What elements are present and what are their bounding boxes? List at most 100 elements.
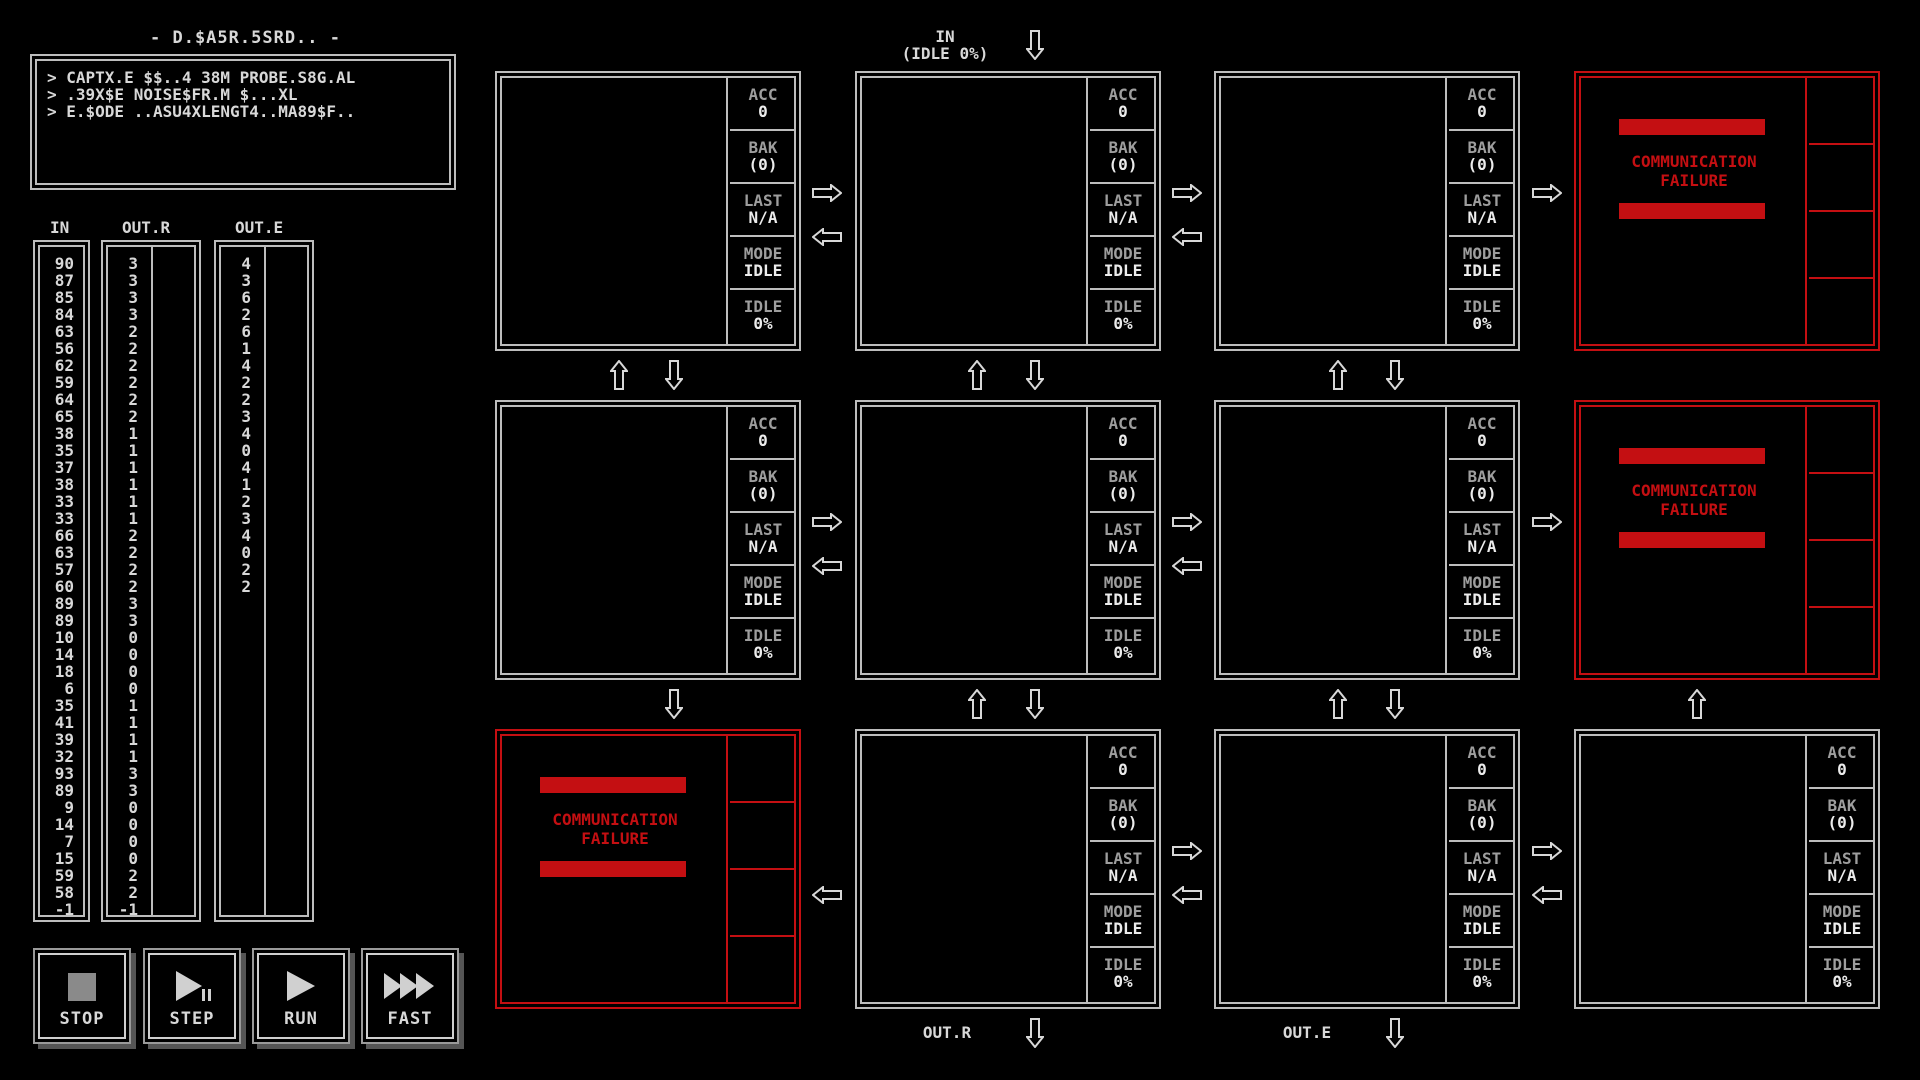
value-cell: 1 xyxy=(128,492,138,511)
value-cell: 0 xyxy=(128,645,138,664)
puzzle-description: > CAPTX.E $$..4 38M PROBE.S8G.AL > .39X$… xyxy=(35,59,451,185)
value-cell: 59 xyxy=(54,373,74,392)
failure-bar xyxy=(1619,448,1765,464)
register-slot xyxy=(1809,279,1875,346)
out-r-port-label: OUT.R xyxy=(922,1023,972,1042)
register-value: (0) xyxy=(1827,813,1857,832)
value-cell: 1 xyxy=(128,696,138,715)
value-cell: 3 xyxy=(128,781,138,800)
arrow-right-icon xyxy=(1172,184,1202,202)
value-cell: 3 xyxy=(128,271,138,290)
code-editor[interactable] xyxy=(862,736,1088,1002)
code-editor[interactable] xyxy=(1221,78,1447,344)
code-editor[interactable] xyxy=(502,407,728,673)
register-value: (0) xyxy=(1108,155,1138,174)
value-cell: 62 xyxy=(54,356,74,375)
value-cell: 0 xyxy=(128,815,138,834)
arrow-left-icon xyxy=(1172,557,1202,575)
register-label: BAK xyxy=(1108,138,1138,157)
register-value: (0) xyxy=(1108,813,1138,832)
register-label: MODE xyxy=(1462,244,1502,263)
out-r-column-header: OUT.R xyxy=(122,218,171,237)
code-editor[interactable] xyxy=(502,78,728,344)
register-label: MODE xyxy=(1462,902,1502,921)
value-cell: 0 xyxy=(128,849,138,868)
register-label: IDLE xyxy=(1462,626,1502,645)
description-line: > CAPTX.E $$..4 38M PROBE.S8G.AL xyxy=(47,68,356,87)
code-editor[interactable] xyxy=(1581,736,1807,1002)
register-value: N/A xyxy=(1108,537,1138,556)
value-cell: 2 xyxy=(241,560,251,579)
register-value: (0) xyxy=(1467,484,1497,503)
register-label: LAST xyxy=(1462,191,1502,210)
register-slot xyxy=(730,937,796,1004)
arrow-right-icon xyxy=(1532,184,1562,202)
code-editor[interactable] xyxy=(862,78,1088,344)
arrow-left-icon xyxy=(1172,886,1202,904)
register-value: 0% xyxy=(1472,972,1492,991)
in-column-header: IN xyxy=(50,218,70,237)
value-cell: 14 xyxy=(54,645,74,664)
stop-button[interactable]: STOP xyxy=(38,953,126,1039)
value-cell: 2 xyxy=(128,390,138,409)
run-button[interactable]: RUN xyxy=(257,953,345,1039)
value-cell: 2 xyxy=(128,577,138,596)
value-cell: 1 xyxy=(241,475,251,494)
arrow-down-icon xyxy=(1386,689,1404,719)
value-cell: 2 xyxy=(241,492,251,511)
value-cell: 4 xyxy=(241,424,251,443)
value-cell: 89 xyxy=(54,781,74,800)
code-editor[interactable] xyxy=(1221,736,1447,1002)
register-label: ACC xyxy=(1467,85,1497,104)
value-cell: 37 xyxy=(54,458,74,477)
register-slot xyxy=(1809,541,1875,608)
value-cell: 3 xyxy=(241,407,251,426)
register-slot xyxy=(1809,78,1875,145)
value-cell: 93 xyxy=(54,764,74,783)
play-icon xyxy=(287,971,315,1001)
register-label: LAST xyxy=(1462,520,1502,539)
code-editor[interactable] xyxy=(1221,407,1447,673)
arrow-right-icon xyxy=(1172,513,1202,531)
value-cell: 64 xyxy=(54,390,74,409)
register-bak: BAK(0) xyxy=(1090,131,1156,184)
arrow-up-icon xyxy=(1688,689,1706,719)
value-cell: 2 xyxy=(128,373,138,392)
register-label: MODE xyxy=(1103,902,1143,921)
code-editor[interactable] xyxy=(862,407,1088,673)
arrow-down-icon xyxy=(1026,689,1044,719)
register-label: ACC xyxy=(1827,743,1857,762)
fast-button[interactable]: FAST xyxy=(366,953,454,1039)
value-cell: 6 xyxy=(241,288,251,307)
step-button[interactable]: STEP xyxy=(148,953,236,1039)
register-bak: BAK(0) xyxy=(1449,131,1515,184)
register-value: IDLE xyxy=(1462,590,1502,609)
register-bak: BAK(0) xyxy=(730,131,796,184)
value-cell: 0 xyxy=(241,543,251,562)
run-label: RUN xyxy=(284,1009,318,1029)
